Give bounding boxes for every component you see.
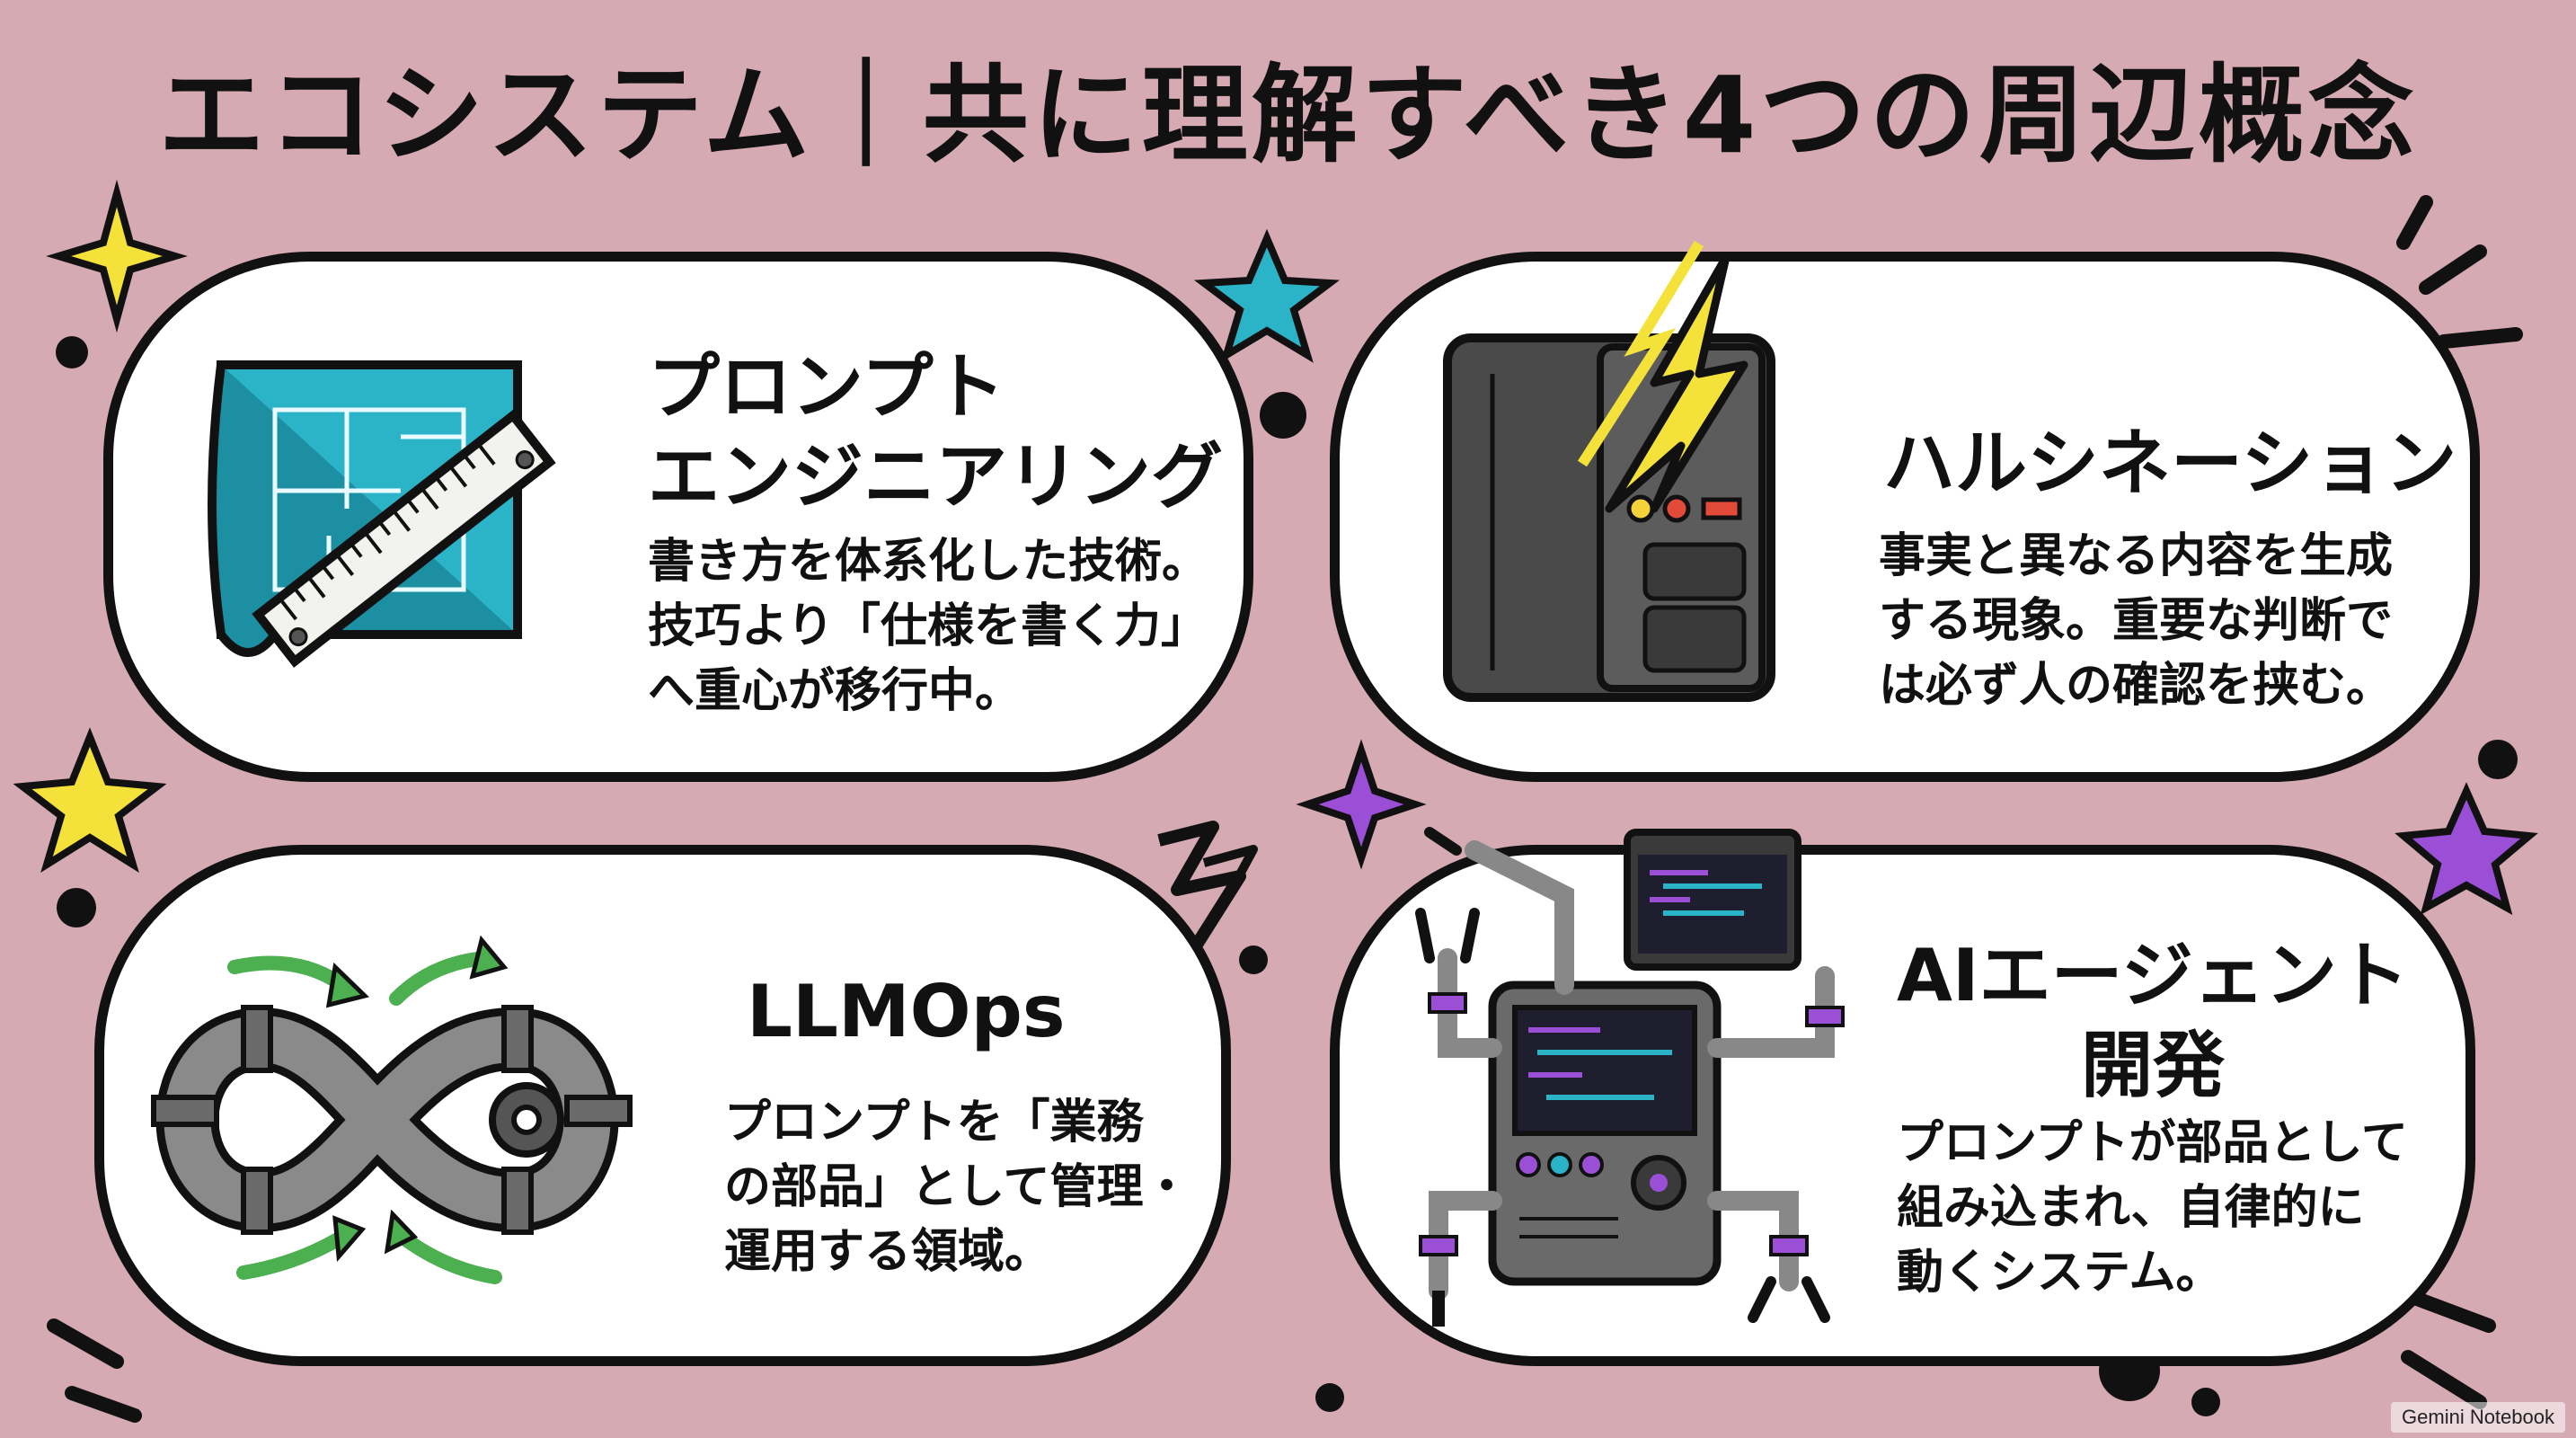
- infinity-pipeline-icon: [151, 935, 633, 1284]
- star-icon: [1193, 228, 1341, 363]
- watermark: Gemini Notebook: [2391, 1402, 2565, 1433]
- card-title: LLMOps: [747, 970, 1066, 1053]
- sparkle-icon: [1296, 739, 1427, 870]
- dot: [56, 336, 88, 368]
- star-icon: [13, 727, 167, 873]
- card-title: プロンプト エンジニアリング: [648, 345, 1223, 519]
- dot: [57, 888, 96, 928]
- server-lightning-icon: [1443, 240, 1775, 702]
- card-description: プロンプトを「業務 の部品」として管理・ 運用する領域。: [724, 1096, 1191, 1279]
- card-prompt-engineering: プロンプト エンジニアリング 書き方を体系化した技術。 技巧より「仕様を書く力」…: [103, 252, 1253, 782]
- dot: [1260, 392, 1306, 439]
- star-icon: [2395, 782, 2538, 916]
- lightning-icon: [1202, 845, 1258, 910]
- dot: [2191, 1388, 2220, 1416]
- card-title: ハルシネーション: [1883, 422, 2457, 505]
- card-description: 事実と異なる内容を生成 する現象。重要な判断で は必ず人の確認を挟む。: [1879, 529, 2394, 713]
- card-title: AIエージェント 開発: [1896, 934, 2410, 1107]
- blueprint-ruler-icon: [208, 360, 556, 668]
- dot: [1239, 945, 1268, 974]
- sparkle-icon: [46, 179, 188, 333]
- robot-terminal-icon: [1415, 827, 1845, 1327]
- card-ai-agent-development: AIエージェント 開発 プロンプトが部品として 組み込まれ、自律的に 動くシステ…: [1330, 827, 2475, 1366]
- dot: [2478, 740, 2518, 779]
- card-llmops: LLMOps プロンプトを「業務 の部品」として管理・ 運用する領域。: [94, 845, 1231, 1366]
- card-description: プロンプトが部品として 組み込まれ、自律的に 動くシステム。: [1897, 1116, 2408, 1300]
- card-description: 書き方を体系化した技術。 技巧より「仕様を書く力」 へ重心が移行中。: [648, 535, 1209, 718]
- card-hallucination: ハルシネーション 事実と異なる内容を生成 する現象。重要な判断で は必ず人の確認…: [1330, 240, 2480, 782]
- dot: [1315, 1383, 1344, 1412]
- page-title: エコシステム｜共に理解すべき4つの周辺概念: [158, 53, 2418, 177]
